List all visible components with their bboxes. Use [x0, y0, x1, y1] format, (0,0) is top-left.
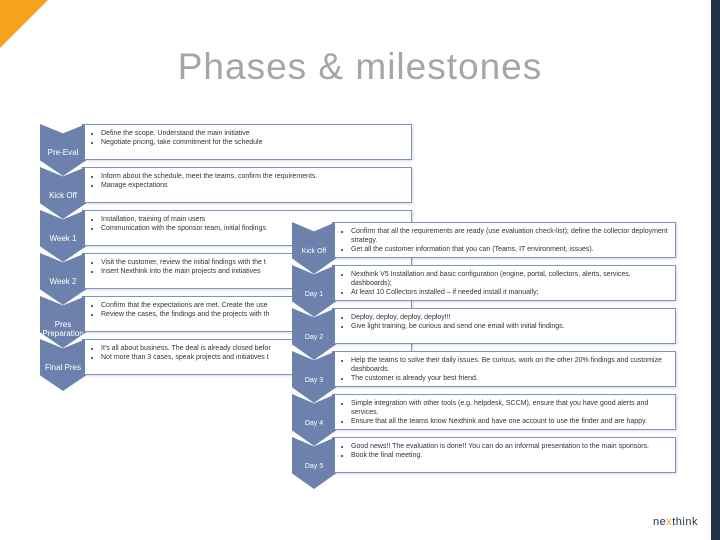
- phase-label: Pre-Eval: [47, 148, 79, 157]
- day-row: Day 2 Deploy, deploy, deploy, deploy!!!Gi…: [292, 308, 676, 360]
- bullet-list: Inform about the schedule, meet the team…: [85, 168, 411, 190]
- corner-accent: [0, 0, 48, 48]
- phase-description-box: Define the scope. Understand the main in…: [82, 124, 412, 160]
- phase-label: Day 1: [304, 291, 324, 298]
- phase-label: Day 2: [304, 334, 324, 341]
- phase-label: Day 3: [304, 377, 324, 384]
- phase-label: Week 2: [49, 277, 77, 286]
- bullet-item: Communication with the sponsor team, ini…: [101, 224, 407, 233]
- phase-label: Pres Preparation: [42, 320, 84, 339]
- bullet-item: Confirm that all the requirements are re…: [351, 227, 671, 245]
- day-row: Day 5 Good news!! The evaluation is done!…: [292, 437, 676, 489]
- bullet-item: Review the cases, the findings and the p…: [101, 310, 407, 319]
- bullet-list: Deploy, deploy, deploy, deploy!!!Give li…: [335, 309, 675, 331]
- bullet-item: At least 10 Collectors installed – if ne…: [351, 288, 671, 297]
- bullet-list: Confirm that all the requirements are re…: [335, 223, 675, 254]
- bullet-list: Help the teams to solve their daily issu…: [335, 352, 675, 383]
- phase-description-box: Good news!! The evaluation is done!! You…: [332, 437, 676, 473]
- bullet-item: Get all the customer information that yo…: [351, 245, 671, 254]
- bullet-item: Nexthink V5 Installation and basic confi…: [351, 270, 671, 288]
- bullet-list: Nexthink V5 Installation and basic confi…: [335, 266, 675, 297]
- day-row: Day 4 Simple integration with other tools…: [292, 394, 676, 446]
- bullet-item: Help the teams to solve their daily issu…: [351, 356, 671, 374]
- phase-description-box: Inform about the schedule, meet the team…: [82, 167, 412, 203]
- day-row: Day 1 Nexthink V5 Installation and basic …: [292, 265, 676, 317]
- bullet-item: Manage expectations: [101, 181, 407, 190]
- bullet-item: It's all about business. The deal is alr…: [101, 344, 407, 353]
- bullet-list: Installation, training of main usersComm…: [85, 211, 411, 233]
- phase-description-box: Confirm that all the requirements are re…: [332, 222, 676, 258]
- bullet-item: Book the final meeting.: [351, 451, 671, 460]
- day-row: Kick Off Confirm that all the requirement…: [292, 222, 676, 274]
- bullet-item: The customer is already your best friend…: [351, 374, 671, 383]
- bullet-item: Visit the customer, review the initial f…: [101, 258, 407, 267]
- bullet-list: Confirm that the expectations are met. C…: [85, 297, 411, 319]
- day-timeline: Kick Off Confirm that all the requirement…: [292, 222, 676, 489]
- bullet-item: Ensure that all the teams know Nexthink …: [351, 417, 671, 426]
- bullet-item: Deploy, deploy, deploy, deploy!!!: [351, 313, 671, 322]
- phase-description-box: Simple integration with other tools (e.g…: [332, 394, 676, 430]
- slide-title: Phases & milestones: [177, 46, 543, 87]
- bullet-item: Inform about the schedule, meet the team…: [101, 172, 407, 181]
- bullet-list: Simple integration with other tools (e.g…: [335, 395, 675, 426]
- day-row: Day 3 Help the teams to solve their daily…: [292, 351, 676, 403]
- nexthink-logo: nexthink: [653, 516, 698, 528]
- bullet-item: Define the scope. Understand the main in…: [101, 129, 407, 138]
- bullet-item: Insert Nexthink into the main projects a…: [101, 267, 407, 276]
- phase-description-box: Help the teams to solve their daily issu…: [332, 351, 676, 387]
- bullet-list: Define the scope. Understand the main in…: [85, 125, 411, 147]
- phase-label: Kick Off: [301, 248, 327, 255]
- bullet-list: Good news!! The evaluation is done!! You…: [335, 438, 675, 460]
- bullet-item: Confirm that the expectations are met. C…: [101, 301, 407, 310]
- phase-label: Kick Off: [49, 191, 77, 200]
- phase-label: Day 4: [304, 420, 324, 427]
- phase-description-box: Deploy, deploy, deploy, deploy!!!Give li…: [332, 308, 676, 344]
- bullet-list: It's all about business. The deal is alr…: [85, 340, 411, 362]
- bullet-item: Simple integration with other tools (e.g…: [351, 399, 671, 417]
- phase-description-box: Nexthink V5 Installation and basic confi…: [332, 265, 676, 301]
- bullet-item: Negotiate pricing, take commitment for t…: [101, 138, 407, 147]
- phase-label: Week 1: [49, 234, 77, 243]
- bullet-item: Not more than 3 cases, speak projects an…: [101, 353, 407, 362]
- phase-row: Pre-Eval Define the scope. Understand the…: [40, 124, 412, 176]
- phase-label: Day 5: [304, 463, 324, 470]
- right-edge-bar: [711, 0, 720, 540]
- phase-chevron: Day 5: [292, 437, 336, 489]
- bullet-list: Visit the customer, review the initial f…: [85, 254, 411, 276]
- phase-chevron: Final Pres: [40, 339, 86, 391]
- bullet-item: Good news!! The evaluation is done!! You…: [351, 442, 671, 451]
- phase-label: Final Pres: [44, 363, 81, 372]
- bullet-item: Give light training, be curious and send…: [351, 322, 671, 331]
- bullet-item: Installation, training of main users: [101, 215, 407, 224]
- phase-row: Kick Off Inform about the schedule, meet …: [40, 167, 412, 219]
